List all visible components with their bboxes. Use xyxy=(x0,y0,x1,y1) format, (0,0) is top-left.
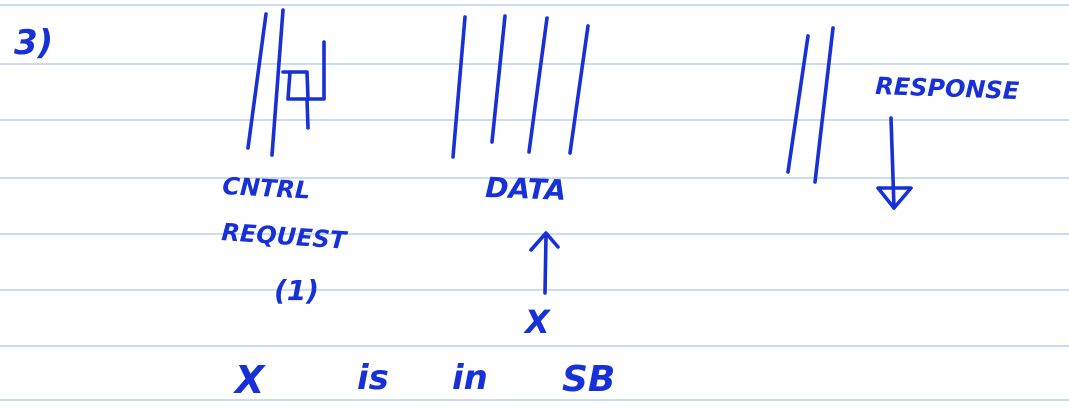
statement-location: SB xyxy=(562,359,615,400)
data-source-variable: X xyxy=(523,303,551,341)
request-pulse-lower xyxy=(286,70,310,130)
data-input-arrow-head xyxy=(529,231,560,252)
data-wire-3 xyxy=(527,16,549,154)
statement-is: is xyxy=(357,358,389,398)
data-bus-drawing xyxy=(451,14,590,159)
request-value: (1) xyxy=(274,274,319,307)
data-wire-2 xyxy=(490,14,507,144)
control-bus-drawing xyxy=(246,8,326,157)
response-wire-2 xyxy=(813,26,835,184)
response-bus-drawing xyxy=(786,26,913,210)
data-input-arrow-shaft xyxy=(543,234,548,295)
response-label: RESPONSE xyxy=(875,72,1020,105)
control-wire-2 xyxy=(270,8,285,157)
response-arrow-shaft xyxy=(889,116,896,210)
request-label: REQUEST xyxy=(221,218,349,255)
data-input-arrow xyxy=(529,231,560,295)
statement-in: in xyxy=(452,358,488,398)
response-wire-1 xyxy=(786,34,810,174)
data-wire-1 xyxy=(451,15,467,159)
data-wire-4 xyxy=(568,24,590,155)
control-wire-1 xyxy=(246,12,268,150)
data-label: DATA xyxy=(485,171,567,207)
item-number: 3) xyxy=(14,23,53,63)
control-label: CNTRL xyxy=(222,172,311,205)
response-arrow-head xyxy=(876,186,913,210)
statement-variable: X xyxy=(233,358,266,402)
